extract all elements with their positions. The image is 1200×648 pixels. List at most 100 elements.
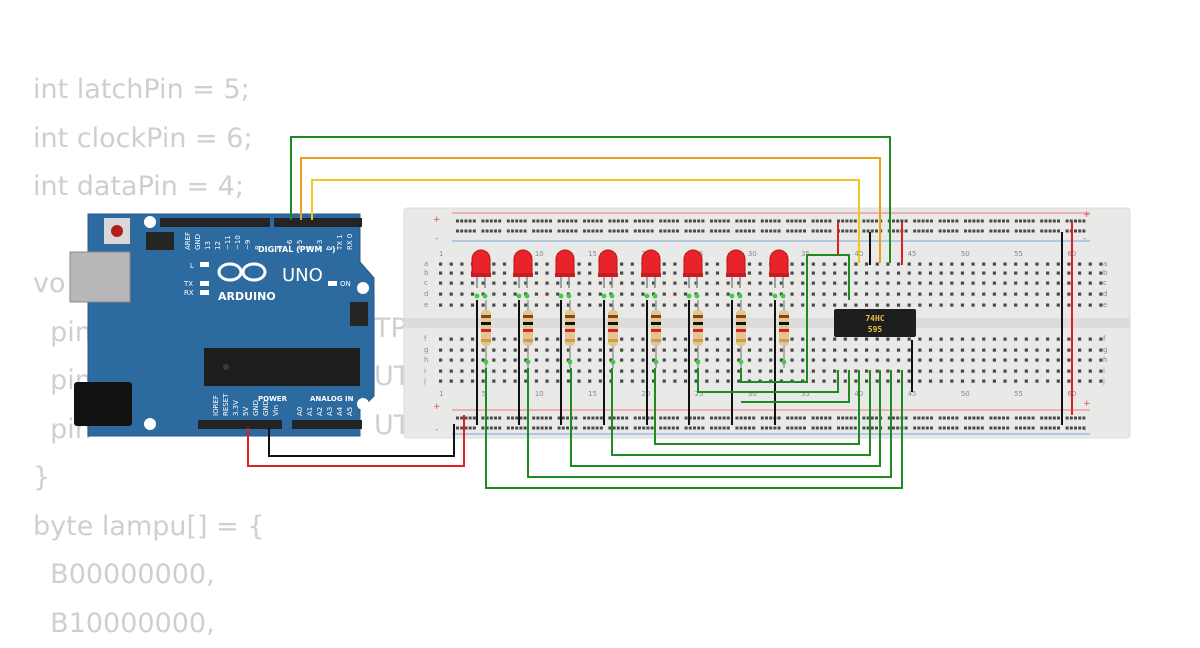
rail-hole — [519, 427, 522, 430]
rail-hole — [752, 417, 755, 420]
row-letter: g — [424, 346, 428, 354]
led-connection-dot — [517, 294, 522, 299]
rail-hole — [1070, 417, 1073, 420]
rail-hole — [634, 427, 637, 430]
breadboard-hole — [705, 304, 708, 307]
rail-hole — [998, 220, 1001, 223]
rail-hole — [515, 220, 518, 223]
rail-hole — [790, 230, 793, 233]
breadboard-hole — [929, 349, 932, 352]
breadboard-hole — [716, 380, 719, 383]
breadboard-hole — [1035, 338, 1038, 341]
rail-hole — [549, 220, 552, 223]
rail-hole — [803, 220, 806, 223]
breadboard-hole — [854, 304, 857, 307]
rail-hole — [545, 417, 548, 420]
breadboard-hole — [450, 338, 453, 341]
rail-hole — [1082, 230, 1085, 233]
rail-hole — [617, 427, 620, 430]
rail-hole — [896, 417, 899, 420]
rail-hole — [490, 230, 493, 233]
digital-header-right — [274, 218, 362, 227]
breadboard-hole — [1067, 338, 1070, 341]
rail-hole — [744, 427, 747, 430]
breadboard-hole — [460, 304, 463, 307]
rail-hole — [875, 220, 878, 223]
rail-hole — [1027, 417, 1030, 420]
rail-hole — [634, 230, 637, 233]
resistor-band — [523, 339, 533, 342]
resistor-band — [481, 339, 491, 342]
breadboard-hole — [876, 380, 879, 383]
breadboard-hole — [993, 282, 996, 285]
breadboard-hole — [471, 359, 474, 362]
breadboard-hole — [1046, 282, 1049, 285]
led-rim — [471, 273, 491, 277]
breadboard-hole — [759, 370, 762, 373]
breadboard-hole — [950, 263, 953, 266]
resistor-band — [736, 339, 746, 342]
rail-hole — [943, 427, 946, 430]
rail-hole — [545, 427, 548, 430]
rail-hole — [951, 427, 954, 430]
row-letter: b — [1103, 269, 1108, 277]
rail-hole — [532, 417, 535, 420]
breadboard-hole — [1003, 263, 1006, 266]
rail-hole — [490, 220, 493, 223]
led-connection-dot — [559, 294, 564, 299]
rx-label: RX — [184, 289, 194, 297]
breadboard-hole — [705, 282, 708, 285]
breadboard-hole — [546, 349, 549, 352]
rail-hole — [1066, 220, 1069, 223]
resistor-band — [608, 315, 618, 318]
breadboard-hole — [577, 293, 580, 296]
power-pin-label: A2 — [316, 407, 324, 416]
breadboard-hole — [1003, 338, 1006, 341]
rail-hole — [896, 220, 899, 223]
breadboard-hole — [620, 304, 623, 307]
breadboard-hole — [492, 359, 495, 362]
rail-hole — [498, 230, 501, 233]
analog-label: ANALOG IN — [310, 395, 354, 403]
breadboard-hole — [886, 380, 889, 383]
rail-hole — [714, 220, 717, 223]
breadboard-hole — [620, 263, 623, 266]
breadboard-hole — [748, 263, 751, 266]
breadboard-hole — [492, 380, 495, 383]
breadboard-hole — [641, 370, 644, 373]
breadboard-hole — [918, 282, 921, 285]
rail-hole — [917, 417, 920, 420]
rail-hole — [799, 220, 802, 223]
rail-hole — [790, 417, 793, 420]
breadboard-hole — [769, 304, 772, 307]
rail-hole — [892, 220, 895, 223]
rail-hole — [972, 417, 975, 420]
breadboard-hole — [631, 380, 634, 383]
breadboard-hole — [1003, 359, 1006, 362]
breadboard-hole — [822, 263, 825, 266]
led-body — [472, 250, 490, 275]
rail-hole — [587, 417, 590, 420]
rail-hole — [659, 417, 662, 420]
rail-hole — [778, 427, 781, 430]
breadboard-hole — [833, 263, 836, 266]
rail-hole — [714, 417, 717, 420]
rail-hole — [1019, 220, 1022, 223]
breadboard-hole — [833, 293, 836, 296]
rail-hole — [646, 427, 649, 430]
breadboard-hole — [599, 380, 602, 383]
rail-hole — [795, 230, 798, 233]
rail-hole — [1006, 230, 1009, 233]
breadboard-hole — [577, 272, 580, 275]
rail-hole — [740, 230, 743, 233]
breadboard-hole — [908, 370, 911, 373]
column-number-bottom: 15 — [588, 390, 597, 398]
resistor-band — [481, 329, 491, 332]
row-letter: b — [424, 269, 429, 277]
breadboard-hole — [822, 370, 825, 373]
rail-hole — [621, 417, 624, 420]
breadboard-hole — [865, 282, 868, 285]
rail-hole — [621, 220, 624, 223]
rail-hole — [570, 230, 573, 233]
breadboard-hole — [514, 359, 517, 362]
